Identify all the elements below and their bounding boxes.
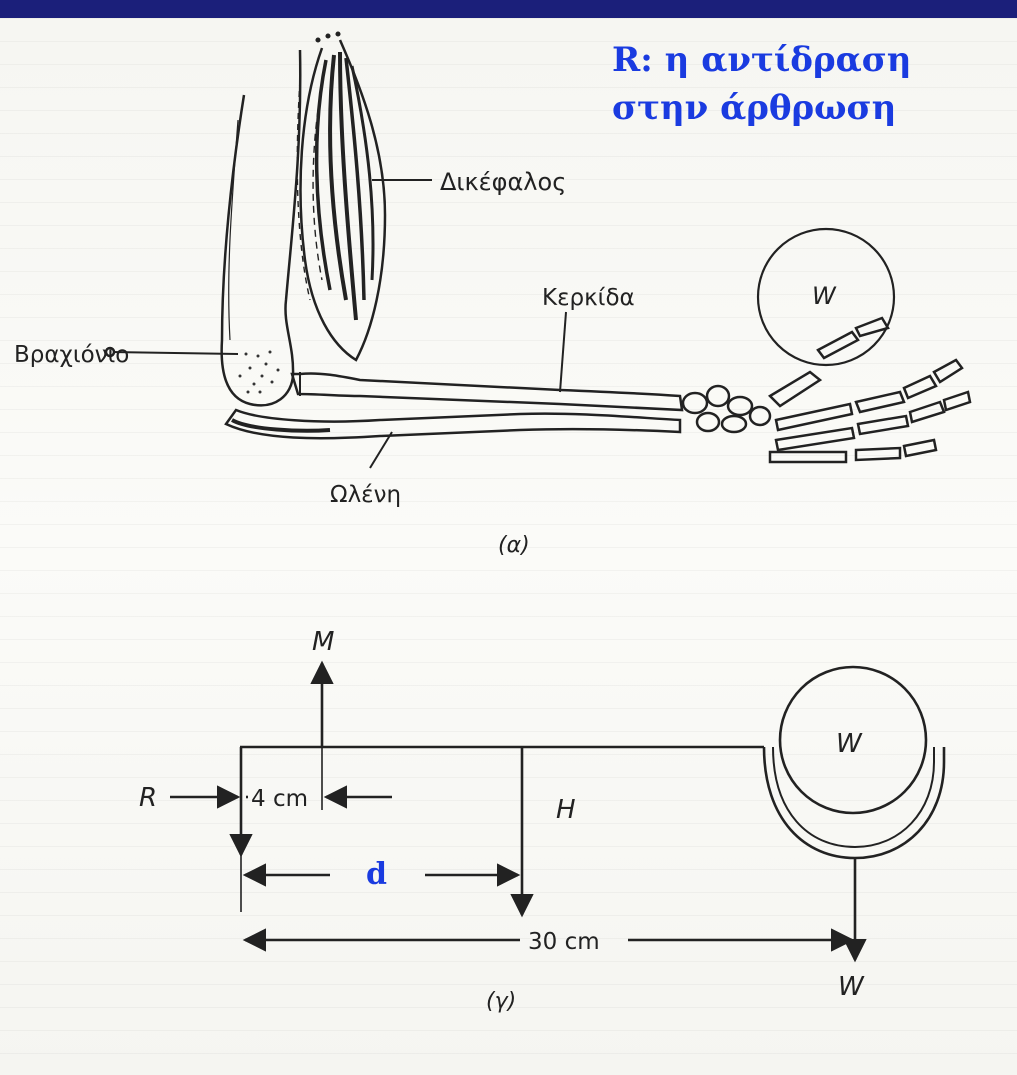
label-radius: Κερκίδα: [542, 285, 635, 311]
wrist-bones: [681, 384, 772, 434]
label-W-ball: W: [836, 729, 863, 759]
label-ulna: Ωλένη: [330, 482, 401, 508]
reaction-note: R: η αντίδραση στην άρθρωση: [612, 36, 912, 132]
label-30cm: 30 cm: [528, 929, 600, 955]
label-d: d: [366, 857, 387, 892]
weight-ball: [756, 227, 896, 367]
caption-a: (α): [498, 533, 530, 558]
weight-ball-g: [778, 665, 928, 815]
hand-cup: [762, 746, 946, 860]
label-H: H: [556, 795, 576, 825]
radius-bone: [290, 372, 684, 412]
reaction-note-line1: R: η αντίδραση: [612, 40, 912, 80]
humerus-bone: [220, 49, 302, 407]
humerus-stipple: [238, 350, 280, 394]
label-M: M: [312, 627, 334, 657]
ulna-bone: [224, 408, 682, 440]
top-bar: [0, 0, 1017, 18]
hand-bones: [767, 316, 972, 464]
caption-g: (γ): [486, 989, 516, 1014]
figure-g-free-body: [170, 660, 946, 963]
scanned-page-background: [0, 18, 1017, 1075]
reaction-note-line2: στην άρθρωση: [612, 88, 897, 128]
biceps-muscle: [296, 31, 387, 362]
figure-a-arm-anatomy: [104, 31, 972, 469]
label-biceps: Δικέφαλος: [440, 168, 566, 196]
label-weight-a: W: [812, 282, 837, 310]
label-W-force: W: [838, 972, 865, 1002]
label-R: R: [139, 783, 157, 813]
label-4cm: 4 cm: [251, 786, 308, 812]
label-humerus: Βραχιόνιο: [14, 342, 129, 368]
